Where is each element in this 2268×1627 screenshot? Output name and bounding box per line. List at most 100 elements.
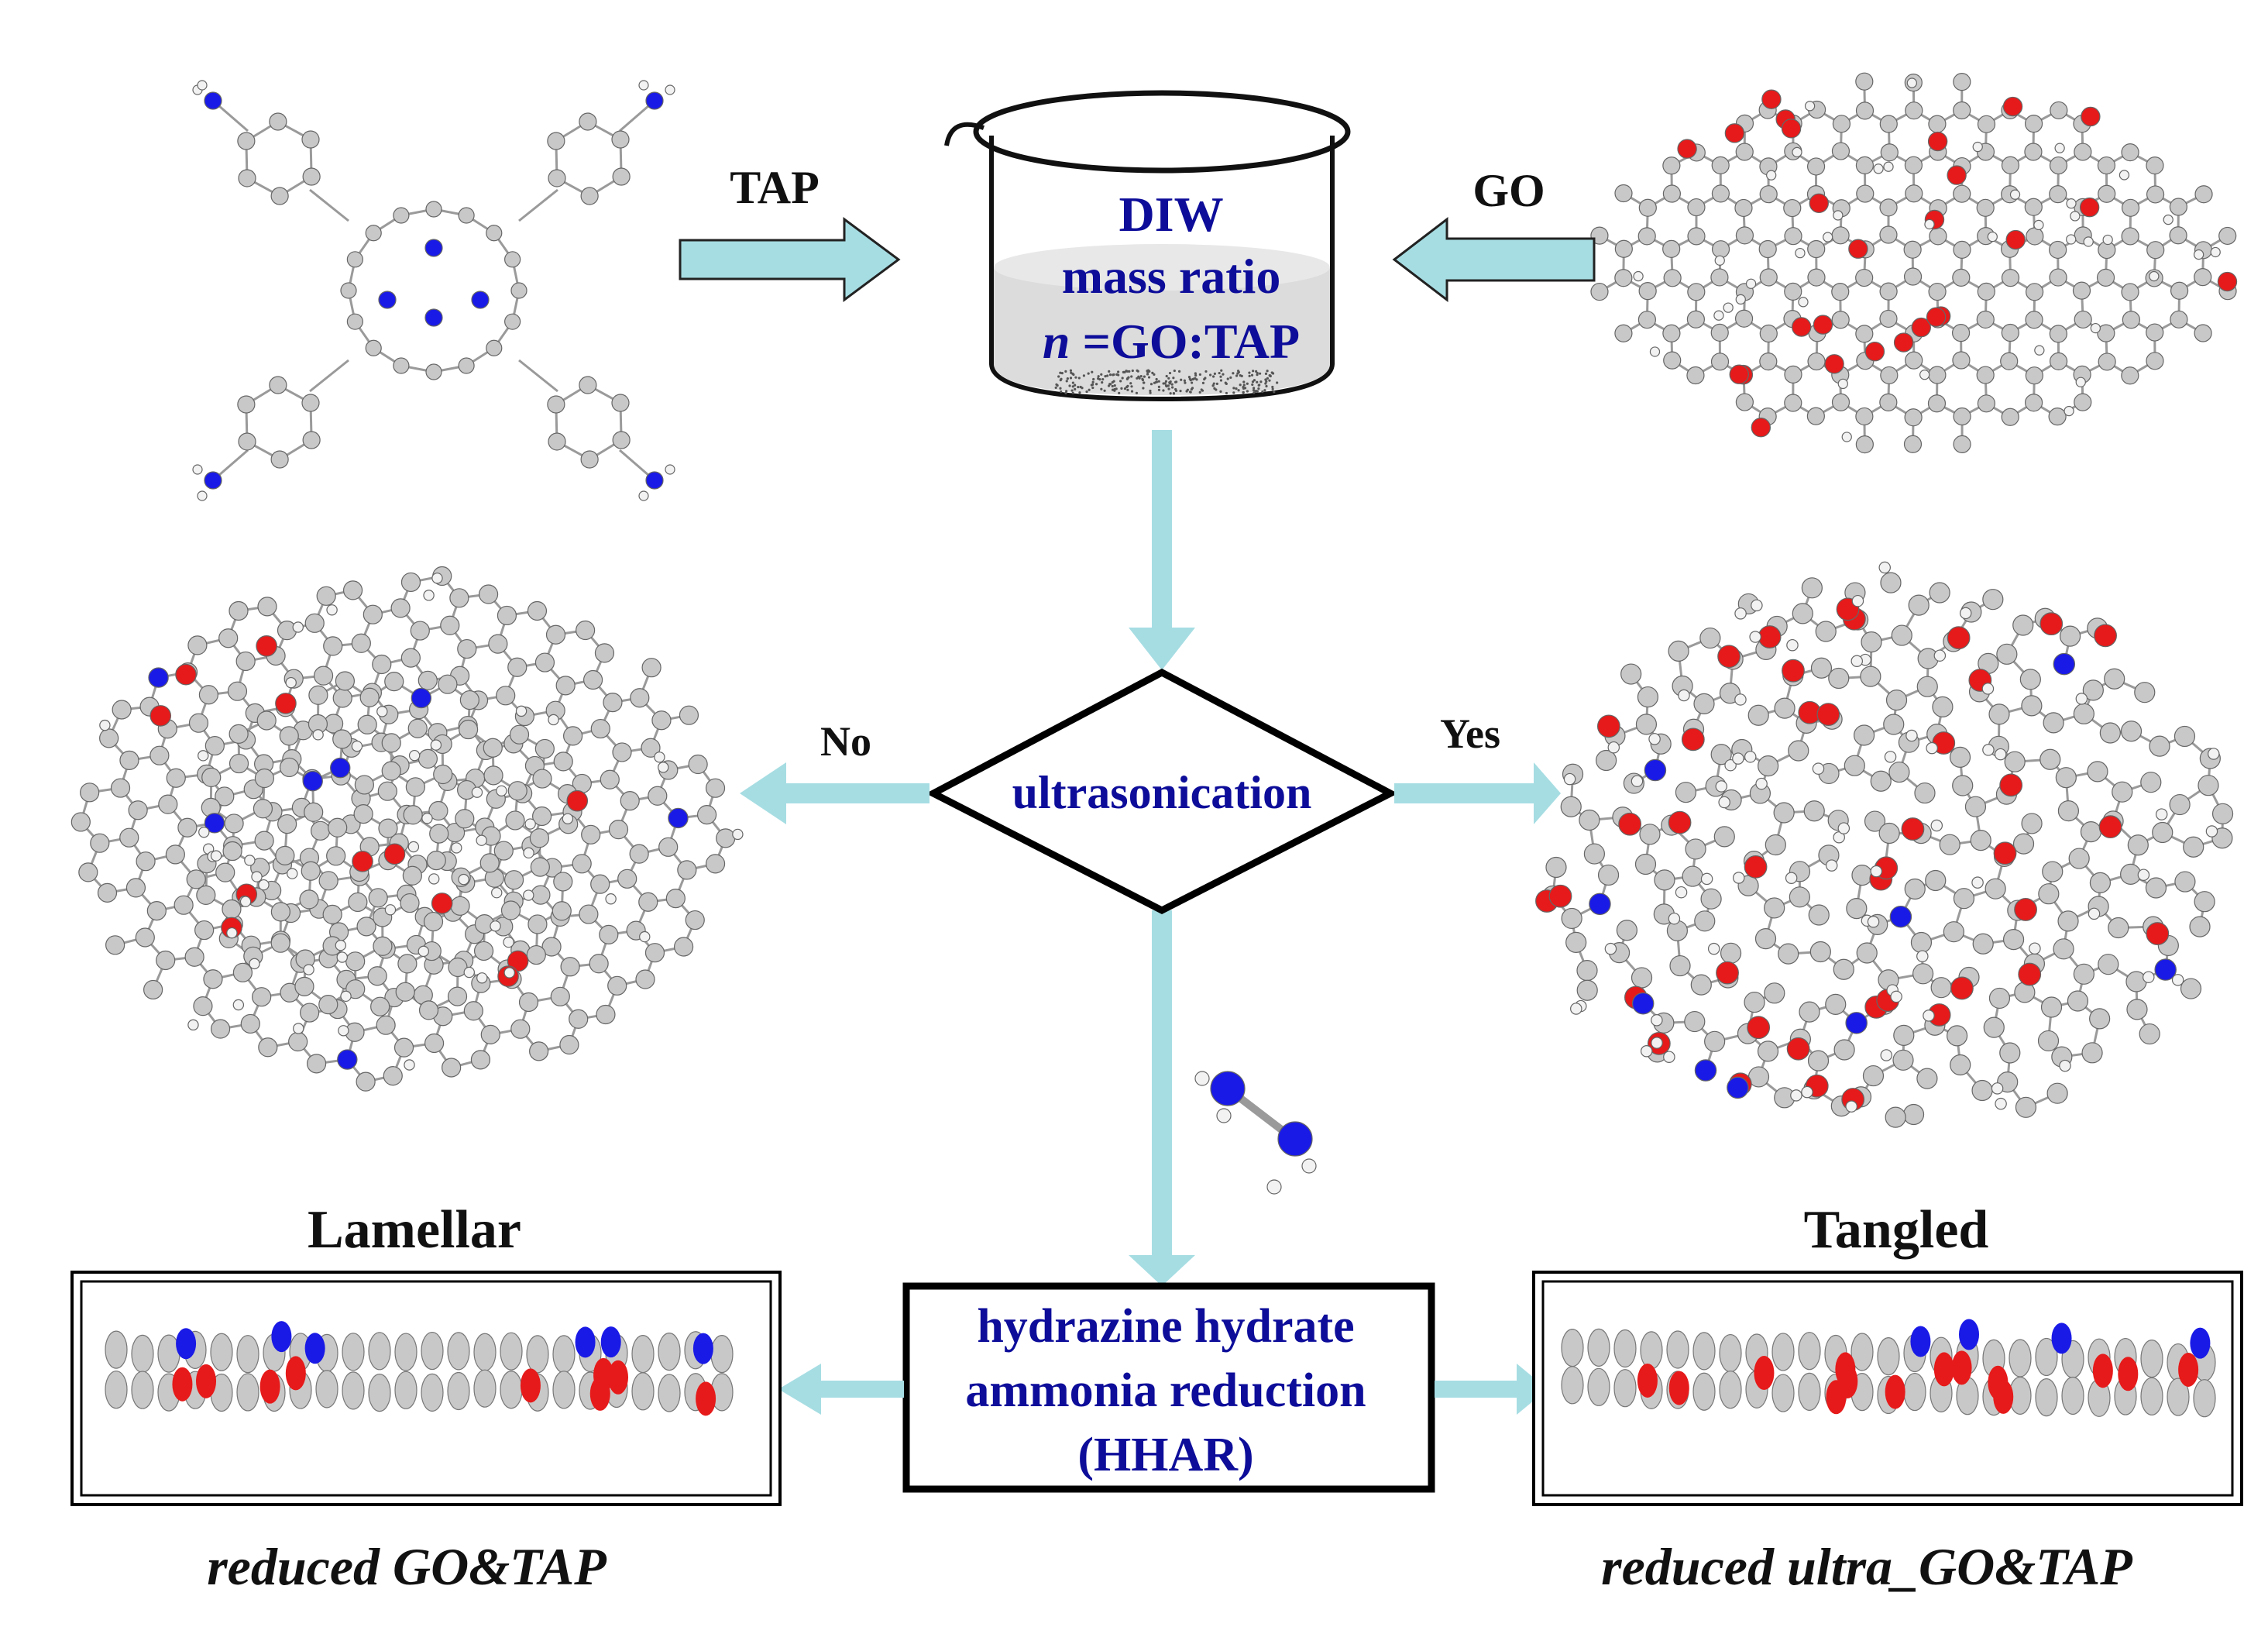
carbon-atom (1760, 353, 1777, 370)
sediment-particle (1248, 372, 1250, 374)
oxygen-atom (431, 893, 452, 913)
sediment-particle (1117, 370, 1119, 373)
carbon-atom (2105, 669, 2125, 689)
hydrogen-atom (188, 1020, 198, 1030)
hydrogen-atom (2067, 235, 2076, 244)
nitrogen-atom (411, 688, 431, 707)
sediment-particle (1113, 390, 1115, 392)
hydrogen-atom (1995, 748, 2006, 759)
lamellar-label: Lamellar (308, 1200, 521, 1260)
hydrogen-atom (1917, 951, 1928, 961)
sediment-particle (1264, 382, 1266, 384)
carbon-atom (448, 987, 467, 1006)
carbon-atom (2039, 1030, 2059, 1051)
oxygen-atom (2146, 923, 2169, 945)
carbon-atom (1977, 366, 1994, 384)
sediment-particle (1165, 384, 1167, 387)
carbon-atom (328, 818, 347, 837)
carbon-atom (2141, 1378, 2163, 1415)
carbon-atom (652, 711, 671, 730)
hydrogen-atom (497, 786, 507, 796)
carbon-atom (1584, 844, 1604, 864)
hydrogen-atom (1564, 773, 1575, 784)
oxygen-atom (196, 1364, 216, 1398)
sediment-particle (1256, 381, 1258, 384)
carbon-atom (1863, 1066, 1883, 1086)
carbon-atom (600, 770, 619, 789)
sediment-particle (1232, 372, 1234, 374)
sediment-particle (1246, 390, 1249, 392)
carbon-atom (1894, 1025, 1914, 1045)
sediment-particle (1115, 373, 1118, 376)
carbon-atom (379, 819, 397, 838)
hydrogen-atom (2163, 215, 2173, 225)
carbon-atom (1789, 887, 1809, 907)
bond (310, 190, 349, 221)
hydrogen-atom (1926, 742, 1937, 753)
carbon-atom (1856, 408, 1873, 425)
carbon-atom (363, 605, 382, 624)
hydrogen-atom (418, 946, 428, 956)
beaker-line1: DIW (1119, 187, 1223, 242)
carbon-atom (1911, 932, 1931, 952)
hydrogen-atom (352, 741, 362, 752)
carbon-atom (1847, 899, 1867, 919)
carbon-atom (483, 738, 502, 757)
carbon-atom (658, 1333, 680, 1371)
carbon-atom (1808, 353, 1825, 370)
carbon-atom (500, 1333, 522, 1370)
hydrogen-atom (452, 843, 462, 853)
carbon-atom (2170, 795, 2190, 815)
carbon-atom (1785, 366, 1802, 383)
hydrogen-atom (1651, 1037, 1662, 1048)
carbon-atom (2146, 324, 2163, 341)
carbon-atom (1804, 801, 1824, 821)
sediment-particle (1081, 387, 1083, 389)
carbon-atom (253, 988, 271, 1006)
sediment-particle (1209, 373, 1211, 376)
carbon-atom (1799, 1373, 1820, 1410)
carbon-atom (1880, 283, 1897, 300)
carbon-atom (1954, 74, 1971, 91)
carbon-atom (230, 755, 249, 773)
carbon-atom (2127, 999, 2147, 1020)
carbon-atom (455, 810, 474, 828)
oxygen-atom (1751, 418, 1770, 437)
carbon-atom (382, 762, 400, 780)
carbon-atom (71, 813, 90, 831)
carbon-atom (1893, 1050, 1913, 1070)
carbon-atom (2153, 822, 2173, 842)
lamellar-structure (71, 567, 743, 1092)
hydrogen-atom (1796, 249, 1805, 258)
carbon-atom (1615, 240, 1632, 257)
hydrogen-atom (313, 730, 323, 740)
sediment-particle (1180, 379, 1182, 381)
carbon-atom (316, 1371, 338, 1408)
hydrogen-atom (1267, 1180, 1281, 1194)
nitrogen-atom (149, 668, 168, 687)
carbon-atom (1950, 747, 1971, 767)
sediment-particle (1184, 382, 1186, 384)
carbon-atom (2069, 848, 2089, 869)
carbon-atom (2135, 683, 2155, 703)
carbon-atom (302, 131, 319, 148)
hydrogen-atom (2055, 143, 2064, 153)
sediment-particle (1188, 376, 1191, 378)
sediment-particle (1249, 375, 1251, 377)
carbon-atom (1930, 228, 1947, 245)
sediment-particle (1108, 384, 1110, 387)
carbon-atom (2198, 776, 2218, 796)
carbon-atom (2146, 157, 2163, 174)
carbon-atom (1933, 697, 1953, 717)
carbon-atom (561, 958, 579, 976)
hydrogen-atom (1747, 279, 1756, 288)
carbon-atom (1989, 704, 2009, 724)
hydrogen-atom (665, 85, 675, 95)
carbon-atom (2000, 1043, 2020, 1063)
oxygen-atom (172, 1367, 192, 1402)
sediment-particle (1100, 388, 1102, 390)
carbon-atom (1693, 1373, 1715, 1410)
sediment-particle (1235, 387, 1237, 390)
hydrogen-atom (1195, 1071, 1209, 1085)
carbon-atom (319, 872, 338, 890)
